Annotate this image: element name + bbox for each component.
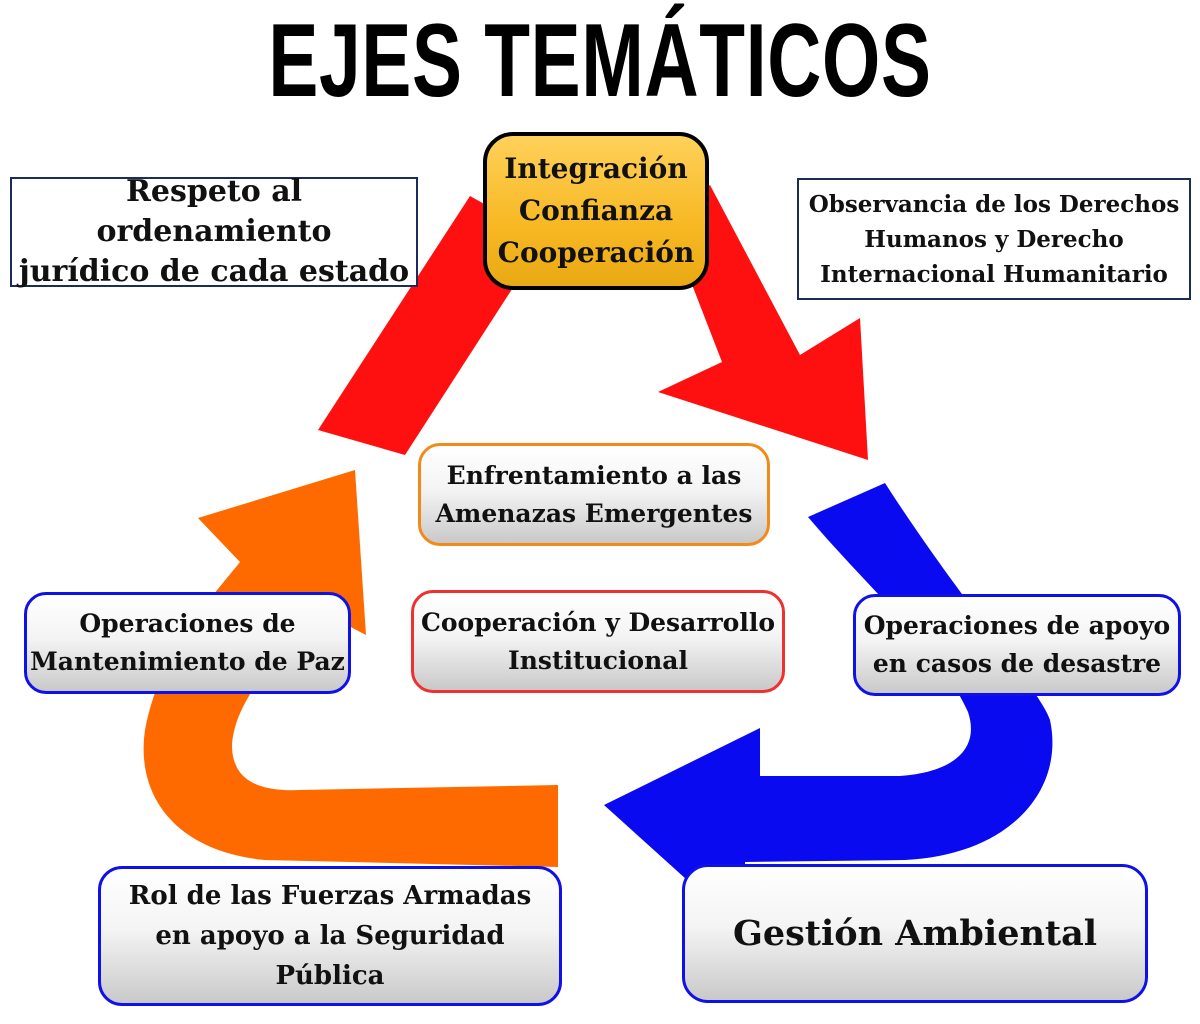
box-rol-line-3: Pública: [275, 961, 385, 991]
integracion-line-3: Cooperación: [497, 236, 695, 269]
box-paz-line-1: Operaciones de: [79, 609, 296, 638]
box-gestion-ambiental: Gestión Ambiental: [682, 864, 1148, 1003]
box-gestion-line-1: Gestión Ambiental: [732, 912, 1098, 954]
box-amenazas: Enfrentamiento a las Amenazas Emergentes: [418, 443, 770, 546]
box-cooperacion-desarrollo: Cooperación y Desarrollo Institucional: [411, 590, 785, 693]
box-paz-line-2: Mantenimiento de Paz: [30, 647, 345, 676]
box-cooperacion-line-2: Institucional: [508, 645, 688, 675]
integracion-line-1: Integración: [504, 152, 688, 185]
box-rol-line-2: en apoyo a la Seguridad: [155, 921, 505, 951]
box-apoyo-desastre: Operaciones de apoyo en casos de desastr…: [853, 594, 1181, 696]
box-desastre-line-2: en casos de desastre: [872, 649, 1162, 678]
box-amenazas-line-1: Enfrentamiento a las: [446, 460, 742, 490]
diagram-title: EJES TEMÁTICOS: [268, 3, 932, 119]
box-respeto-line-1: Respeto al ordenamiento: [96, 174, 332, 249]
box-respeto: Respeto al ordenamiento jurídico de cada…: [10, 174, 418, 289]
orange-arrow: [143, 470, 558, 867]
integracion-line-2: Confianza: [518, 194, 674, 227]
box-observancia-line-3: Internacional Humanitario: [820, 260, 1168, 288]
red-arrow-right: [658, 185, 868, 460]
box-mantenimiento-paz: Operaciones de Mantenimiento de Paz: [24, 592, 351, 694]
box-cooperacion-line-1: Cooperación y Desarrollo: [420, 607, 776, 637]
box-amenazas-line-2: Amenazas Emergentes: [435, 498, 753, 528]
box-observancia: Observancia de los Derechos Humanos y De…: [797, 178, 1191, 300]
box-rol-line-1: Rol de las Fuerzas Armadas: [128, 881, 532, 911]
box-observancia-line-1: Observancia de los Derechos: [808, 190, 1180, 218]
box-rol-fuerzas-armadas: Rol de las Fuerzas Armadas en apoyo a la…: [98, 866, 562, 1006]
box-observancia-line-2: Humanos y Derecho: [864, 225, 1124, 253]
box-respeto-line-2: jurídico de cada estado: [18, 254, 410, 289]
box-integracion: Integración Confianza Cooperación: [483, 132, 709, 290]
box-desastre-line-1: Operaciones de apoyo: [863, 611, 1171, 640]
